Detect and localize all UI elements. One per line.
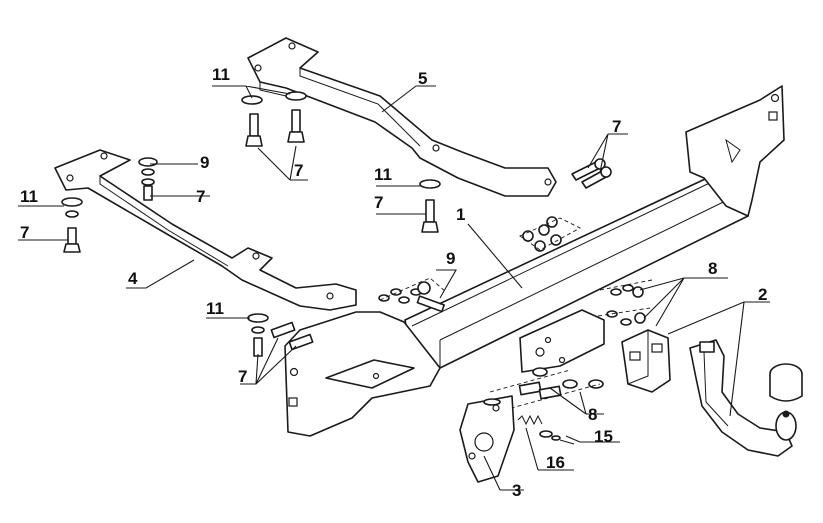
callout-11-left: 11 <box>20 187 38 206</box>
socket-plate <box>459 395 515 483</box>
callout-11-lower: 11 <box>206 299 224 318</box>
main-crossbar <box>284 85 785 437</box>
callout-4: 4 <box>128 269 138 288</box>
callout-7-lower: 7 <box>238 367 247 386</box>
callout-9-left: 9 <box>200 153 209 172</box>
callout-7-left: 7 <box>196 187 205 206</box>
callout-labels: 5 11 7 7 9 7 11 7 11 7 1 9 4 11 7 8 2 8 … <box>20 65 767 500</box>
callout-11-centre: 11 <box>374 165 392 184</box>
callout-8-lower: 8 <box>588 405 597 424</box>
callout-8-right: 8 <box>708 259 717 278</box>
callout-9-right: 9 <box>446 249 455 268</box>
spring-and-screw <box>517 414 575 445</box>
callout-15: 15 <box>594 427 613 446</box>
callout-7-far-left: 7 <box>20 223 29 242</box>
leader-lines <box>18 85 770 491</box>
callout-7-upper-right: 7 <box>612 117 621 136</box>
callout-7-centre: 7 <box>374 193 383 212</box>
callout-5: 5 <box>418 69 427 88</box>
callout-3: 3 <box>512 481 521 500</box>
side-bracket-upper <box>247 37 557 197</box>
callout-2: 2 <box>758 285 767 304</box>
side-bracket-lower <box>54 149 357 311</box>
socket-holder <box>621 329 671 393</box>
callout-11-upper: 11 <box>212 65 230 84</box>
callout-1: 1 <box>456 205 465 224</box>
fastener-set <box>61 91 653 411</box>
tow-ball-neck <box>689 339 803 457</box>
callout-16: 16 <box>546 453 565 472</box>
callout-7-upper: 7 <box>294 161 303 180</box>
